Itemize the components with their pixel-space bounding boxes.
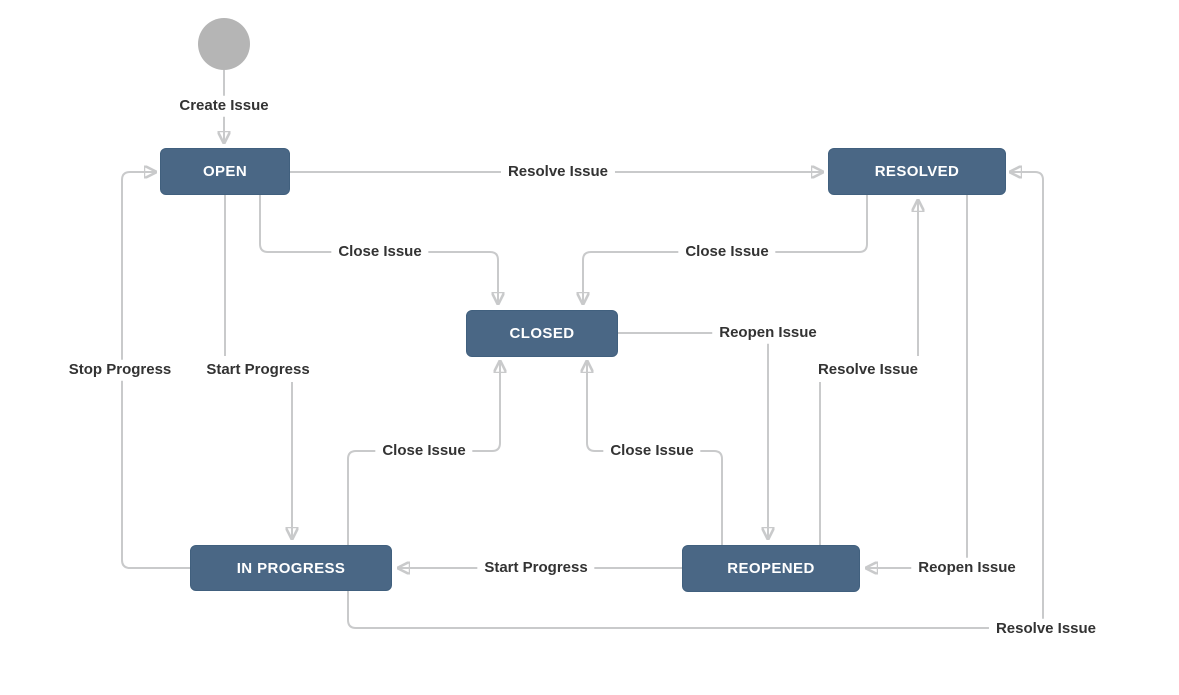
transition-label-open-start-progress: Start Progress <box>199 359 317 381</box>
transition-label-reopened-start-progress: Start Progress <box>477 557 595 579</box>
edge-closed-reopen-issue <box>618 332 768 538</box>
state-reopened: REOPENED <box>682 545 860 592</box>
transition-label-inprogress-close-issue: Close Issue <box>375 440 473 462</box>
state-closed: CLOSED <box>466 310 618 357</box>
transition-label-resolved-close-issue: Close Issue <box>678 241 776 263</box>
transition-label-reopened-close-issue: Close Issue <box>603 440 701 462</box>
transition-label-reopened-resolve-issue: Resolve Issue <box>810 359 926 381</box>
transition-label-closed-reopen-issue: Reopen Issue <box>712 322 824 344</box>
transition-label-stop-progress: Stop Progress <box>61 359 179 381</box>
start-node-circle <box>198 18 250 70</box>
transition-label-open-resolve-issue: Resolve Issue <box>500 161 616 183</box>
transition-label-create-issue: Create Issue <box>172 95 276 117</box>
state-resolved: RESOLVED <box>828 148 1006 195</box>
transition-label-inprogress-resolve-issue: Resolve Issue <box>988 618 1104 640</box>
state-open: OPEN <box>160 148 290 195</box>
transition-label-open-close-issue: Close Issue <box>331 241 429 263</box>
state-in-progress: IN PROGRESS <box>190 545 392 591</box>
transition-label-resolved-reopen-issue: Reopen Issue <box>911 557 1023 579</box>
